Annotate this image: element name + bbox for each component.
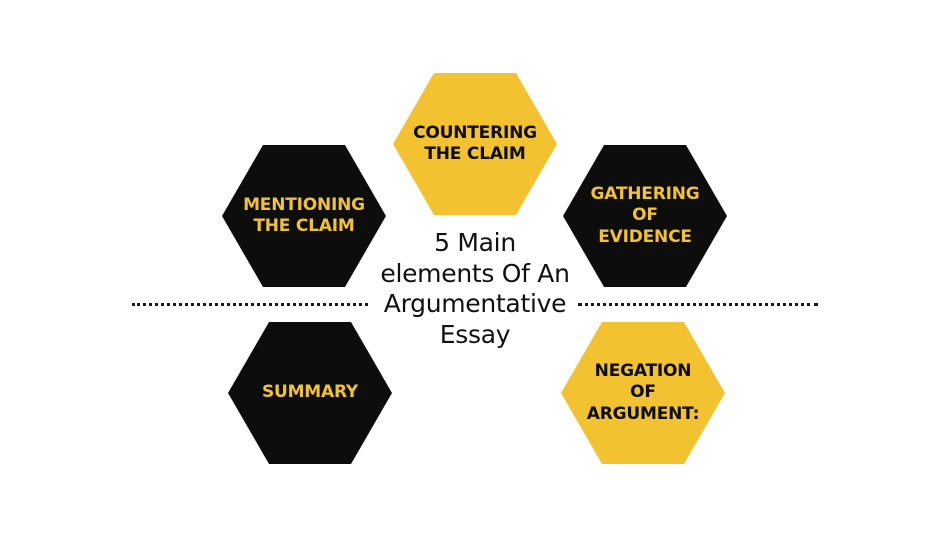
hexagon-label-summary: SUMMARY xyxy=(261,382,359,403)
hexagon-countering-the-claim: COUNTERING THE CLAIM xyxy=(393,73,557,215)
hexagon-label-countering: COUNTERING THE CLAIM xyxy=(413,122,537,164)
hexagon-label-negation: NEGATION OF ARGUMENT: xyxy=(586,361,700,424)
hexagon-label-mentioning: MENTIONING THE CLAIM xyxy=(243,194,365,236)
dotted-divider-right xyxy=(578,303,818,306)
hexagon-label-gathering: GATHERING OF EVIDENCE xyxy=(590,184,700,247)
dotted-divider-left xyxy=(132,303,368,306)
diagram-title: 5 Main elements Of An Argumentative Essa… xyxy=(380,228,570,349)
